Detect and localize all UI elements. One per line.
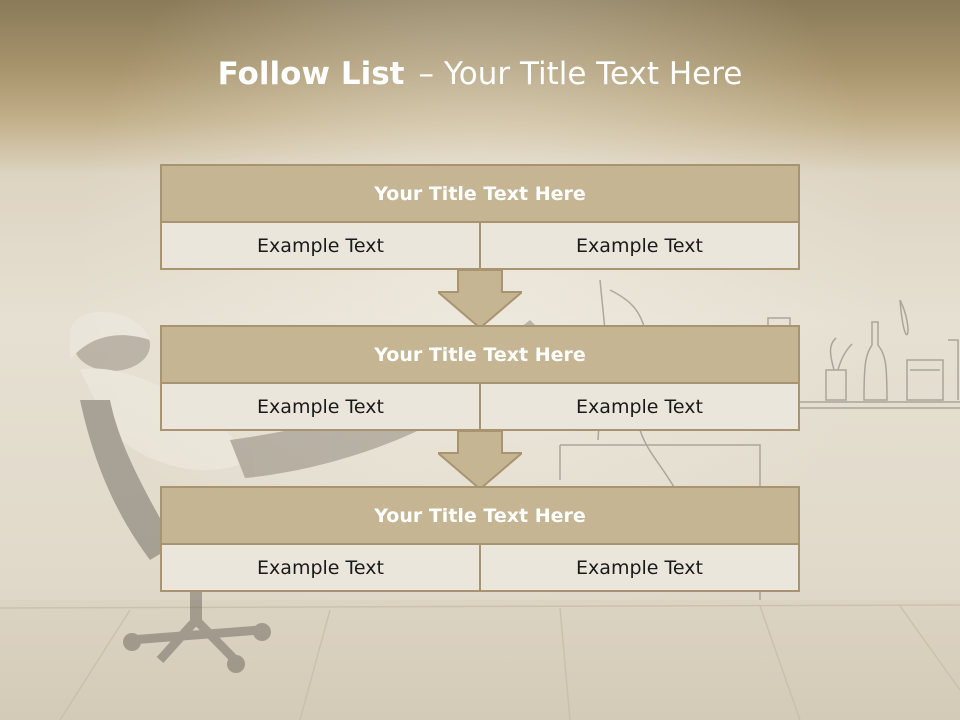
block-cell-left: Example Text	[162, 223, 479, 268]
list-block-3: Your Title Text Here Example Text Exampl…	[160, 486, 800, 592]
down-arrow-icon	[438, 270, 522, 328]
block-cells: Example Text Example Text	[162, 545, 798, 590]
man-arms	[70, 311, 150, 360]
background-floor	[0, 600, 960, 720]
block-header: Your Title Text Here	[162, 166, 798, 223]
list-block-2: Your Title Text Here Example Text Exampl…	[160, 325, 800, 431]
slide-title-bold: Follow List	[217, 56, 405, 92]
down-arrow-icon	[438, 431, 522, 489]
man-head	[74, 319, 150, 371]
slide-title-dash: –	[418, 56, 434, 92]
sketch-plant	[825, 337, 853, 401]
man-legs	[230, 320, 545, 478]
block-cells: Example Text Example Text	[162, 223, 798, 268]
block-cell-left: Example Text	[162, 545, 479, 590]
slide-title: Follow List–Your Title Text Here	[0, 56, 960, 92]
block-cells: Example Text Example Text	[162, 384, 798, 429]
block-cell-right: Example Text	[479, 223, 798, 268]
block-cell-right: Example Text	[479, 545, 798, 590]
list-block-1: Your Title Text Here Example Text Exampl…	[160, 164, 800, 270]
block-cell-right: Example Text	[479, 384, 798, 429]
chair-base	[129, 616, 261, 669]
sketch-jar	[906, 359, 944, 401]
chair-back	[80, 400, 175, 560]
block-header: Your Title Text Here	[162, 488, 798, 545]
block-header: Your Title Text Here	[162, 327, 798, 384]
block-cell-left: Example Text	[162, 384, 479, 429]
sketch-bottle	[863, 321, 888, 401]
slide-title-rest: Your Title Text Here	[443, 56, 743, 92]
